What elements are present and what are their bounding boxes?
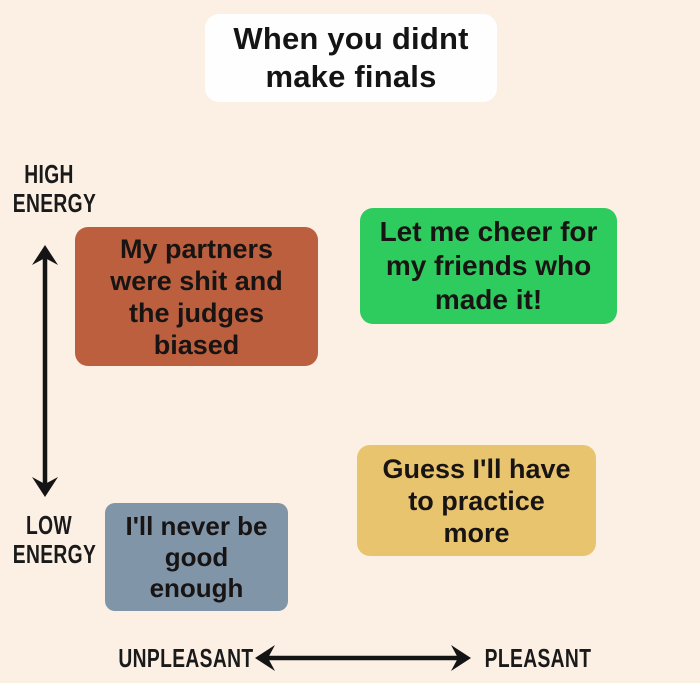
note-line: I'll never be [125, 510, 268, 541]
quadrant-note-high-pleasant: Let me cheer for my friends who made it! [360, 208, 617, 324]
x-axis-unpleasant-text: UNPLEASANT [118, 643, 254, 673]
note-line: the judges [128, 297, 264, 328]
note-line: Let me cheer for [379, 216, 598, 247]
x-axis-label-unpleasant: UNPLEASANT [118, 643, 254, 673]
note-line: Guess I'll have [382, 453, 571, 484]
quadrant-note-high-unpleasant: My partners were shit and the judges bia… [75, 227, 318, 366]
horizontal-axis-arrow-icon [255, 645, 471, 671]
title-line-2: make finals [265, 59, 437, 94]
title-line-1: When you didnt [233, 21, 469, 56]
y-axis-label-low-energy: LOW ENERGY [12, 510, 97, 569]
vertical-axis-arrow-icon [32, 245, 58, 497]
note-line: biased [153, 329, 240, 360]
y-axis-low-line-1: LOW [26, 510, 72, 540]
note-line: my friends who [385, 250, 592, 281]
note-line: made it! [434, 284, 543, 315]
note-line: My partners [119, 233, 274, 264]
note-line: more [443, 517, 510, 548]
quadrant-note-low-unpleasant: I'll never be good enough [105, 503, 288, 611]
note-line: enough [149, 572, 244, 603]
y-axis-low-line-2: ENERGY [12, 539, 97, 569]
note-line: to practice [408, 485, 545, 516]
x-axis-label-pleasant: PLEASANT [474, 643, 601, 673]
note-line: good [164, 541, 229, 572]
note-line: were shit and [110, 265, 283, 296]
y-axis-high-line-2: ENERGY [12, 188, 97, 218]
title-box: When you didnt make finals [205, 14, 497, 102]
x-axis-pleasant-text: PLEASANT [484, 643, 592, 673]
quadrant-note-low-pleasant: Guess I'll have to practice more [357, 445, 596, 556]
y-axis-high-line-1: HIGH [24, 159, 74, 189]
y-axis-label-high-energy: HIGH ENERGY [12, 159, 97, 218]
